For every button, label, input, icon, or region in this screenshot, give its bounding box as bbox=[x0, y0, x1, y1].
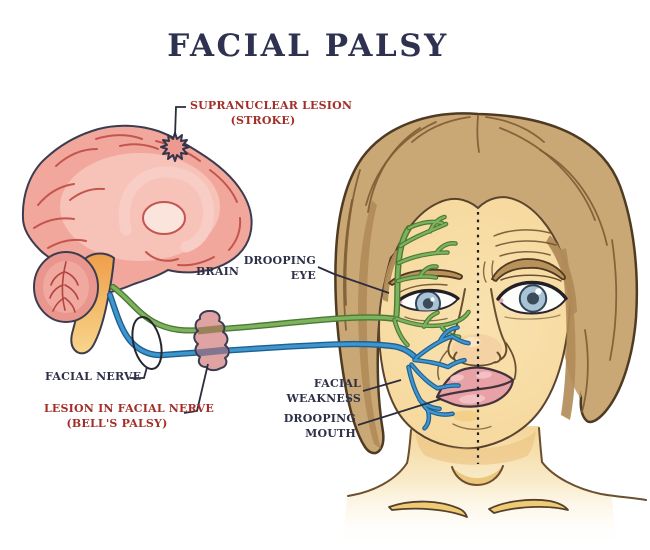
neck-outlines bbox=[347, 427, 647, 518]
nerve-lesion-bells-palsy bbox=[193, 310, 230, 372]
nasolabial-fold bbox=[505, 342, 517, 380]
right-upper-eyelid bbox=[496, 280, 568, 301]
forehead-wrinkle bbox=[499, 251, 551, 257]
label-line: DROOPING bbox=[283, 412, 356, 425]
brain-illustration bbox=[21, 124, 253, 355]
pointer-drooping-eye bbox=[317, 266, 390, 294]
pointer-facial-nerve bbox=[130, 366, 148, 379]
chin-shade bbox=[453, 410, 479, 422]
right-eye-highlight bbox=[535, 288, 542, 295]
lesion-blue-band bbox=[196, 346, 228, 357]
left-collarbone bbox=[388, 500, 468, 518]
mouth-drooping bbox=[435, 366, 515, 408]
label-line: SUPRANUCLEAR LESION bbox=[190, 99, 353, 112]
label-line: WEAKNESS bbox=[286, 391, 361, 405]
suprasternal-notch bbox=[451, 465, 504, 487]
mouth-line bbox=[435, 378, 515, 399]
right-eyebrow bbox=[490, 258, 566, 283]
forehead-wrinkle bbox=[493, 229, 551, 237]
right-collarbone bbox=[488, 498, 569, 514]
pointer-lines bbox=[130, 106, 442, 426]
label-drooping-eye: DROOPING EYE bbox=[240, 254, 316, 283]
facial-nerve-loop-circle bbox=[131, 316, 163, 370]
forehead-wrinkle bbox=[495, 240, 557, 247]
label-facial-weakness: FACIAL WEAKNESS bbox=[280, 377, 361, 406]
left-pupil bbox=[422, 298, 434, 309]
page-title: FACIAL PALSY bbox=[167, 28, 449, 64]
label-line: (STROKE) bbox=[230, 113, 296, 127]
left-eye-drooping bbox=[395, 283, 460, 322]
right-undereye-line bbox=[504, 314, 561, 320]
stroke-lesion-star bbox=[160, 132, 190, 162]
chin-crease bbox=[452, 423, 492, 430]
label-line: FACIAL bbox=[313, 377, 361, 390]
right-eye bbox=[496, 274, 568, 320]
corpus-callosum bbox=[118, 166, 215, 253]
pointer-drooping-mouth bbox=[357, 398, 442, 426]
right-eyelid-crease bbox=[500, 274, 562, 282]
chin-shadow bbox=[416, 431, 536, 465]
hair-details bbox=[343, 115, 618, 449]
label-line: (BELL'S PALSY) bbox=[66, 416, 168, 430]
suprasternal-notch-shade bbox=[452, 466, 503, 485]
pointer-facial-weakness bbox=[362, 379, 402, 392]
right-pupil bbox=[527, 292, 539, 305]
lesion-green-band bbox=[197, 324, 227, 335]
pointer-supranuclear bbox=[174, 106, 186, 137]
label-brain: BRAIN bbox=[196, 265, 240, 278]
cerebellum-branches bbox=[49, 261, 79, 313]
label-facial-nerve: FACIAL NERVE bbox=[45, 370, 142, 383]
label-lesion-in-facial-nerve: LESION IN FACIAL NERVE (BELL'S PALSY) bbox=[44, 402, 214, 431]
brain-gyri-lines bbox=[33, 134, 242, 267]
neck-shoulders bbox=[342, 426, 616, 548]
label-line: EYE bbox=[290, 268, 316, 282]
brain-inner-shade bbox=[60, 153, 220, 261]
label-line: LESION IN FACIAL NERVE bbox=[44, 402, 214, 415]
left-upper-eyelid bbox=[395, 288, 460, 304]
label-drooping-mouth: DROOPING MOUTH bbox=[280, 412, 356, 441]
cerebellum-inner bbox=[43, 261, 89, 313]
thalamus bbox=[142, 201, 186, 235]
chest bbox=[342, 426, 616, 548]
label-line: DROOPING bbox=[243, 254, 316, 267]
glabella-line bbox=[482, 261, 487, 283]
pointer-bells-palsy bbox=[183, 363, 209, 414]
label-line: MOUTH bbox=[305, 426, 356, 440]
left-eyelid-fold bbox=[399, 283, 448, 293]
label-supranuclear-lesion: SUPRANUCLEAR LESION (STROKE) bbox=[190, 99, 353, 128]
